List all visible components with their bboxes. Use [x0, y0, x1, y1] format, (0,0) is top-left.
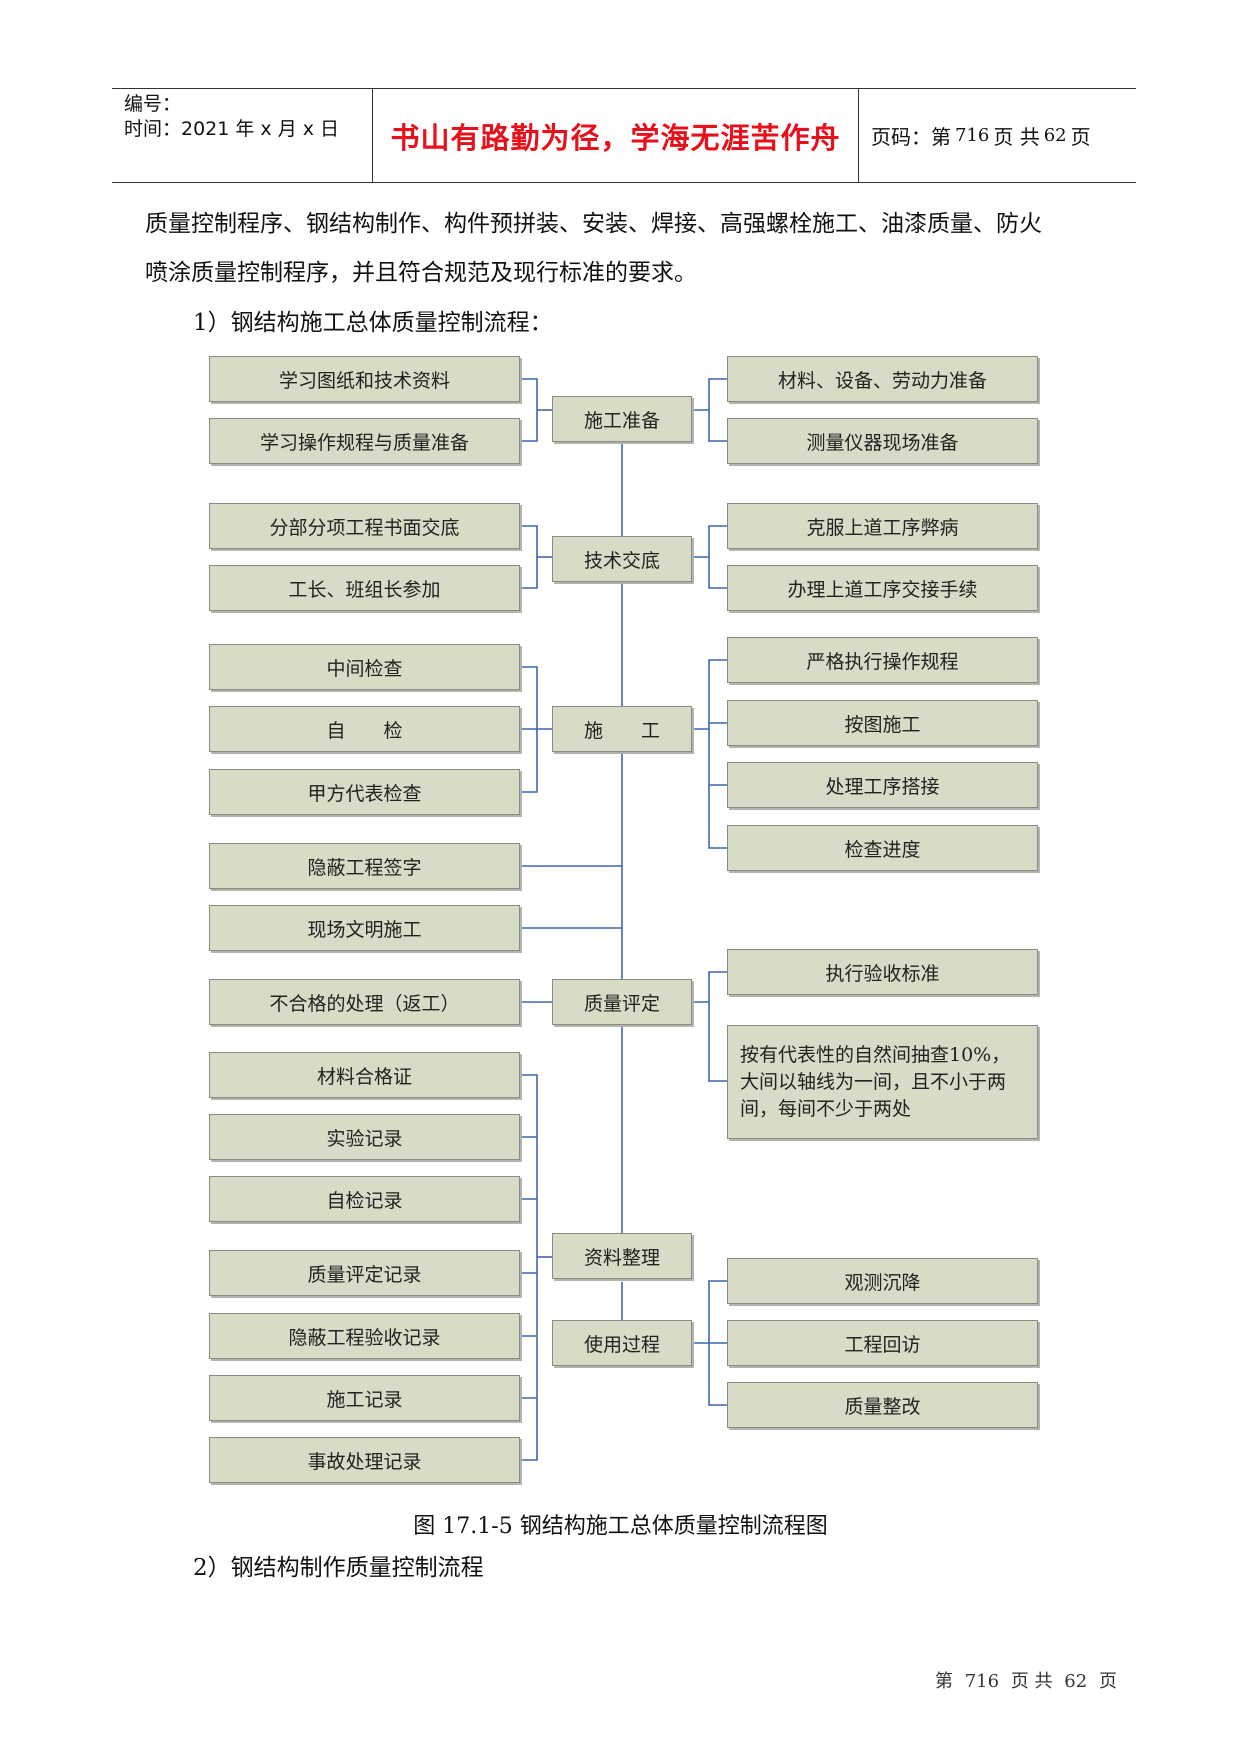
footer-page-number: 716 [964, 1671, 1000, 1692]
header-meta: 编号： 时间：2021 年 x 月 x 日 [112, 89, 372, 185]
doc-time-label: 时间：2021 年 x 月 x 日 [124, 118, 340, 140]
footer-page-total: 62 [1064, 1671, 1088, 1692]
header-page-mid: 页 共 [993, 125, 1040, 149]
page-footer: 第 716 页 共 62 页 [935, 1667, 1123, 1693]
header-page-prefix: 页码：第 [871, 125, 951, 149]
header-motto: 书山有路勤为径，学海无涯苦作舟 [390, 120, 841, 155]
footer-suffix: 页 [1098, 1671, 1117, 1692]
section-heading-1: 1）钢结构施工总体质量控制流程： [193, 310, 553, 336]
body-paragraph-line-1: 质量控制程序、钢结构制作、构件预拼装、安装、焊接、高强螺栓施工、油漆质量、防火 [145, 211, 1042, 237]
body-paragraph-line-2: 喷涂质量控制程序，并且符合规范及现行标准的要求。 [145, 260, 697, 286]
page-header: 编号： 时间：2021 年 x 月 x 日 书山有路勤为径，学海无涯苦作舟 页码… [112, 88, 1136, 183]
header-page-info: 页码：第 716 页 共 62 页 [859, 89, 1148, 182]
header-page-number: 716 [955, 125, 990, 146]
section-heading-2: 2）钢结构制作质量控制流程 [193, 1555, 484, 1581]
figure-caption: 图 17.1-5 钢结构施工总体质量控制流程图 [413, 1514, 828, 1539]
header-page-suffix: 页 [1070, 125, 1091, 149]
header-motto-cell: 书山有路勤为径，学海无涯苦作舟 [372, 89, 859, 182]
doc-number-label: 编号： [124, 93, 182, 115]
header-page-total: 62 [1043, 125, 1067, 146]
footer-prefix: 第 [935, 1671, 953, 1692]
footer-mid: 页 共 [1010, 1671, 1053, 1692]
